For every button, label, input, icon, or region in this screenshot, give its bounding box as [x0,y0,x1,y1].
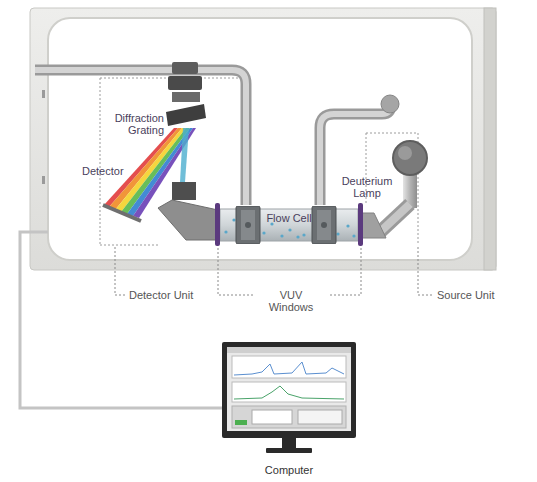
mirror-block [172,182,196,200]
part-label: Diffraction Grating [106,112,164,136]
device-name: Computer [222,464,356,476]
vuv-window [358,203,363,246]
flow-cell: Flow Cell [220,206,358,244]
vuv-window [215,203,220,246]
inner-panel [48,18,472,260]
unit-label: Source Unit [437,289,507,301]
leader-line [418,247,434,295]
detector-plate [103,205,141,221]
monitor-drawing [222,342,356,458]
detector-housing [158,200,218,240]
instrument-housing [30,8,496,270]
leader-line [218,248,361,295]
diffraction-grating [166,62,206,126]
data-cable [20,232,222,408]
flow-cell-body [220,206,358,244]
computer-monitor: Computer [222,342,356,478]
part-label: Detector [82,165,132,177]
part-label: Deuterium Lamp [336,175,398,199]
part-name: Flow Cell [220,212,358,224]
detector-unit-outline [100,78,240,245]
housing-side [484,8,496,270]
unit-label: VUV Windows [256,289,326,313]
leader-line [115,247,126,295]
unit-label: Detector Unit [129,289,209,301]
